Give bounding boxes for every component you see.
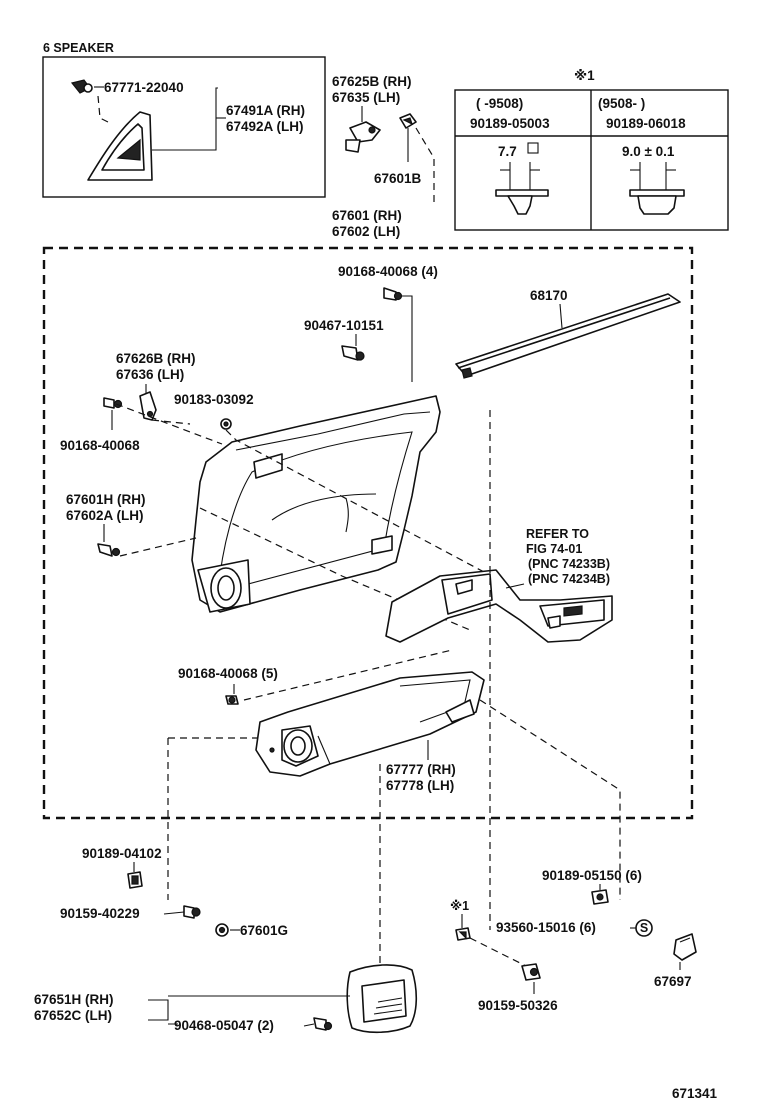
inset-title: 6 SPEAKER — [43, 41, 114, 55]
part-67601: 67601 (RH) — [332, 208, 402, 223]
refer-line2: FIG 74-01 — [526, 542, 582, 556]
table-col2-part: 90189-06018 — [606, 116, 686, 131]
door-trim-board-icon — [191, 395, 441, 613]
part-67652c: 67652C (LH) — [34, 1008, 112, 1023]
dashed-leader — [97, 95, 113, 125]
nut-icon — [591, 889, 609, 905]
part-67771: 67771-22040 — [104, 80, 184, 95]
part-90168-left: 90168-40068 — [60, 438, 140, 453]
leader-line — [402, 295, 413, 382]
part-67491a: 67491A (RH) — [226, 103, 305, 118]
screw-icon — [521, 963, 541, 981]
dashed-leader — [469, 937, 527, 967]
part-90168-lower: 90168-40068 (5) — [178, 666, 278, 681]
part-67602a: 67602A (LH) — [66, 508, 144, 523]
dashed-leader — [225, 429, 485, 573]
hinge-bracket-icon — [345, 121, 381, 153]
part-90183: 90183-03092 — [174, 392, 254, 407]
part-90168-top: 90168-40068 (4) — [338, 264, 438, 279]
part-67601g: 67601G — [240, 923, 288, 938]
dashed-leader — [199, 507, 471, 631]
figure-number: 671341 — [672, 1086, 718, 1101]
part-67778: 67778 (LH) — [386, 778, 454, 793]
part-67626b: 67626B (RH) — [116, 351, 196, 366]
table-col2-range: (9508- ) — [598, 96, 645, 111]
leader-line — [163, 911, 185, 915]
part-90467: 90467-10151 — [304, 318, 384, 333]
part-67635: 67635 (LH) — [332, 90, 400, 105]
part-67601h: 67601H (RH) — [66, 492, 146, 507]
dashed-leader — [415, 127, 435, 205]
speaker-trim-icon — [87, 111, 153, 181]
screw-icon — [225, 695, 239, 705]
s-circle-symbol: S — [635, 919, 653, 937]
part-67636: 67636 (LH) — [116, 367, 184, 382]
refer-line4: (PNC 74234B) — [528, 572, 610, 586]
part-90189-05150: 90189-05150 (6) — [542, 868, 642, 883]
leader-line — [559, 303, 563, 329]
part-68170: 68170 — [530, 288, 568, 303]
table-col1-part: 90189-05003 — [470, 116, 550, 131]
bracket-line — [152, 87, 218, 151]
lower-trim-panel-icon — [255, 671, 485, 777]
bracket-line — [148, 995, 350, 1025]
square-symbol — [527, 142, 539, 154]
part-67601b: 67601B — [374, 171, 422, 186]
note-1-mark: ※1 — [450, 899, 469, 913]
screw-icon — [103, 397, 123, 409]
clip-icon — [455, 927, 471, 941]
hinge-bracket-icon — [139, 391, 157, 421]
clip-67601g-icon — [215, 923, 229, 937]
screw-icon — [383, 287, 403, 301]
part-90468: 90468-05047 (2) — [174, 1018, 274, 1033]
table-col1-dim: 7.7 — [498, 144, 517, 159]
part-67651h: 67651H (RH) — [34, 992, 114, 1007]
part-90159-40229: 90159-40229 — [60, 906, 140, 921]
table-title: ※1 — [574, 68, 595, 83]
table-col2-dim: 9.0 ± 0.1 — [622, 144, 675, 159]
clip-icon — [220, 418, 232, 430]
speaker-grille-icon — [346, 964, 418, 1034]
clip-profile-icon — [495, 189, 549, 215]
part-90189-04102: 90189-04102 — [82, 846, 162, 861]
weatherstrip-icon — [455, 293, 681, 379]
dashed-leader — [151, 419, 191, 425]
cap-67697-icon — [673, 933, 697, 961]
nut-icon — [127, 871, 143, 889]
assembly-frame — [42, 246, 694, 820]
refer-line3: (PNC 74233B) — [528, 557, 610, 571]
small-clip-icon — [70, 79, 93, 94]
refer-line1: REFER TO — [526, 527, 589, 541]
screw-icon — [341, 345, 365, 361]
part-93560: 93560-15016 (6) — [496, 920, 596, 935]
part-90159-50326: 90159-50326 — [478, 998, 558, 1013]
part-67492a: 67492A (LH) — [226, 119, 304, 134]
part-67602: 67602 (LH) — [332, 224, 400, 239]
clip-profile-icon — [629, 189, 685, 215]
leader-line — [505, 583, 525, 589]
part-67777: 67777 (RH) — [386, 762, 456, 777]
part-67697: 67697 — [654, 974, 692, 989]
dashed-leader — [119, 537, 197, 557]
s-circle-letter: S — [640, 921, 648, 935]
inset-frame — [42, 56, 326, 198]
leader-line — [303, 1023, 315, 1027]
armrest-base-icon — [385, 569, 613, 643]
clip-icon — [97, 543, 121, 557]
screw-icon — [313, 1017, 333, 1031]
dashed-leader — [115, 403, 223, 445]
part-67625b: 67625B (RH) — [332, 74, 412, 89]
table-col1-range: ( -9508) — [476, 96, 523, 111]
clip-icon — [399, 113, 417, 129]
screw-icon — [183, 905, 201, 919]
dimension-lines — [500, 162, 676, 190]
